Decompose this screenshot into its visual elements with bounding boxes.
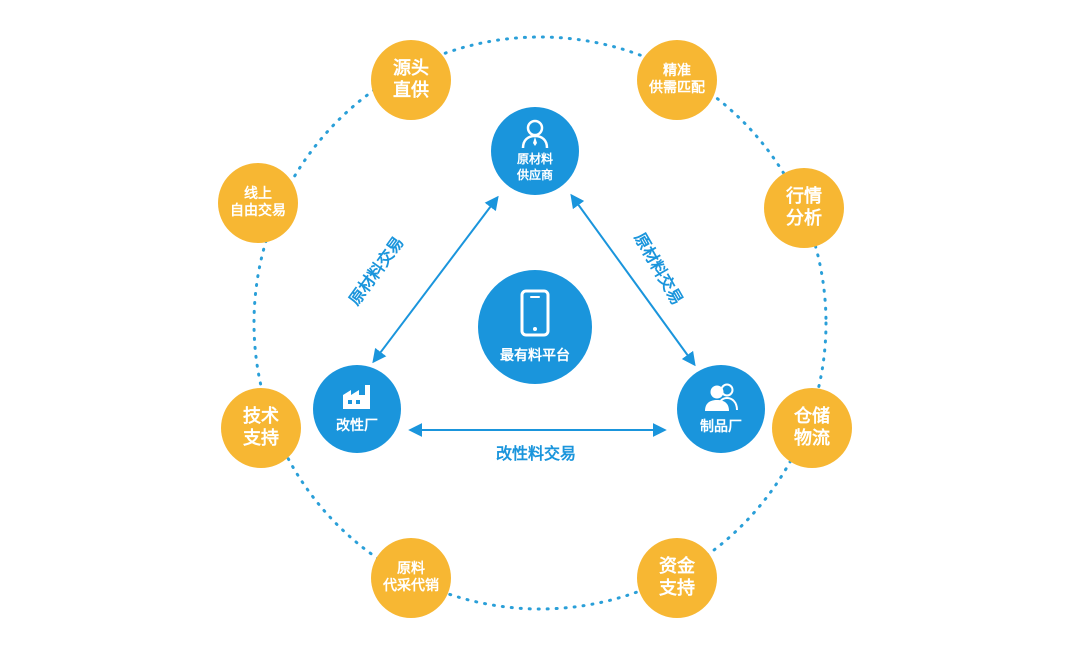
edge-label-bottom: 改性料交易 bbox=[495, 444, 577, 463]
modifier-label: 改性厂 bbox=[336, 417, 378, 434]
supplier-label-line1: 原材料 bbox=[516, 151, 553, 166]
manufacturer-node[interactable]: 制品厂 bbox=[677, 365, 765, 453]
service-tech-support[interactable]: 技术 支持 bbox=[221, 388, 301, 468]
factory-icon bbox=[343, 384, 370, 409]
service-procurement-agency[interactable]: 原料 代采代销 bbox=[371, 538, 451, 618]
service-funding-support[interactable]: 资金 支持 bbox=[637, 538, 717, 618]
service-source-supply[interactable]: 源头 直供 bbox=[371, 40, 451, 120]
person-icon bbox=[521, 119, 549, 148]
edge-supplier-modifier bbox=[372, 195, 499, 364]
service-market-analysis[interactable]: 行情 分析 bbox=[764, 168, 844, 248]
manufacturer-label: 制品厂 bbox=[700, 418, 742, 435]
service-ring bbox=[252, 35, 828, 611]
service-online-trading[interactable]: 线上 自由交易 bbox=[218, 163, 298, 243]
platform-node[interactable]: 最有料平台 bbox=[478, 270, 592, 384]
service-warehouse-logistics[interactable]: 仓储 物流 bbox=[772, 388, 852, 468]
supplier-node[interactable]: 原材料 供应商 bbox=[491, 107, 579, 195]
people-icon bbox=[705, 383, 738, 411]
edge-supplier-manufacturer bbox=[570, 193, 696, 367]
smartphone-icon bbox=[520, 289, 550, 337]
service-precise-matching[interactable]: 精准 供需匹配 bbox=[637, 40, 717, 120]
platform-label: 最有料平台 bbox=[500, 347, 570, 364]
supplier-label-line2: 供应商 bbox=[516, 167, 553, 182]
modifier-node[interactable]: 改性厂 bbox=[313, 365, 401, 453]
